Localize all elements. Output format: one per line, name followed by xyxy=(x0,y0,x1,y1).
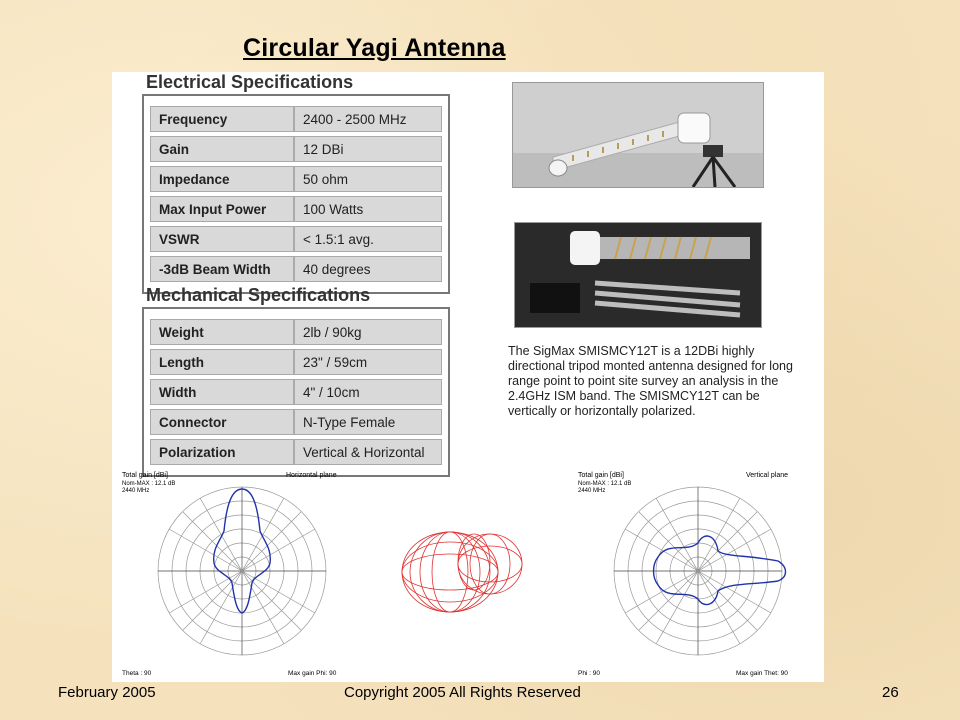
svg-text:2440 MHz: 2440 MHz xyxy=(122,488,149,494)
3d-radiation-pattern xyxy=(401,531,523,613)
polar-left-title: Total gain [dBi] xyxy=(122,472,168,479)
polar-right-title: Total gain [dBi] xyxy=(578,472,624,479)
svg-text:Phi : 90: Phi : 90 xyxy=(578,670,600,677)
electrical-value: 100 Watts xyxy=(294,196,442,222)
antenna-description: The SigMax SMISMCY12T is a 12DBi highly … xyxy=(508,344,793,418)
horizontal-plane-polar-plot: Total gain [dBi] Nom-MAX : 12.1 dB 2440 … xyxy=(122,472,337,677)
mechanical-key: Weight xyxy=(150,319,294,345)
antenna-photo-tripod xyxy=(512,82,764,188)
electrical-key: Max Input Power xyxy=(150,196,294,222)
vertical-plane-polar-plot: Total gain [dBi] Nom-MAX : 12.1 dB 2440 … xyxy=(578,472,788,677)
electrical-value: < 1.5:1 avg. xyxy=(294,226,442,252)
polar-right-plane: Vertical plane xyxy=(746,472,788,479)
electrical-value: 50 ohm xyxy=(294,166,442,192)
electrical-row: VSWR< 1.5:1 avg. xyxy=(150,226,442,252)
footer-page-number: 26 xyxy=(882,684,899,701)
mechanical-value: 4" / 10cm xyxy=(294,379,442,405)
mechanical-key: Width xyxy=(150,379,294,405)
footer-copyright: Copyright 2005 All Rights Reserved xyxy=(344,684,581,701)
mechanical-value: 2lb / 90kg xyxy=(294,319,442,345)
mechanical-key: Polarization xyxy=(150,439,294,465)
mechanical-key: Length xyxy=(150,349,294,375)
svg-text:Nom-MAX : 12.1 dB: Nom-MAX : 12.1 dB xyxy=(578,481,631,487)
mechanical-heading: Mechanical Specifications xyxy=(146,285,371,305)
mechanical-key: Connector xyxy=(150,409,294,435)
footer-date: February 2005 xyxy=(58,684,156,701)
antenna-photo-folded xyxy=(514,222,762,328)
electrical-value: 40 degrees xyxy=(294,256,442,282)
electrical-key: Impedance xyxy=(150,166,294,192)
svg-text:Max gain Phi: 90: Max gain Phi: 90 xyxy=(288,670,337,677)
electrical-value: 2400 - 2500 MHz xyxy=(294,106,442,132)
electrical-key: -3dB Beam Width xyxy=(150,256,294,282)
electrical-key: Gain xyxy=(150,136,294,162)
mechanical-value: N-Type Female xyxy=(294,409,442,435)
electrical-value: 12 DBi xyxy=(294,136,442,162)
svg-text:Nom-MAX : 12.1 dB: Nom-MAX : 12.1 dB xyxy=(122,481,175,487)
slide-title: Circular Yagi Antenna xyxy=(243,34,506,62)
electrical-key: VSWR xyxy=(150,226,294,252)
svg-text:2440 MHz: 2440 MHz xyxy=(578,488,605,494)
polar-left-plane: Horizontal plane xyxy=(286,472,337,479)
electrical-heading: Electrical Specifications xyxy=(146,72,354,92)
mechanical-value: Vertical & Horizontal xyxy=(294,439,442,465)
svg-text:Theta : 90: Theta : 90 xyxy=(122,670,152,677)
electrical-key: Frequency xyxy=(150,106,294,132)
mechanical-value: 23" / 59cm xyxy=(294,349,442,375)
svg-text:Max gain Thet: 90: Max gain Thet: 90 xyxy=(736,670,788,677)
